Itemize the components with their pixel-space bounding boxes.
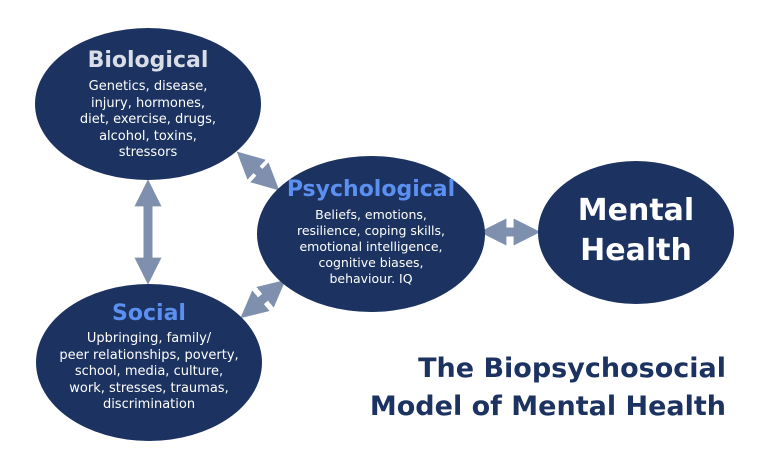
biological-node: Biological Genetics, disease, injury, ho…	[35, 28, 261, 180]
social-node: Social Upbringing, family/ peer relation…	[36, 284, 262, 441]
psychological-title: Psychological	[286, 177, 456, 202]
diagram-caption: The Biopsychosocial Model of Mental Heal…	[369, 353, 726, 422]
arrow-biological-psychological	[236, 151, 280, 191]
psychological-node: Psychological Beliefs, emotions, resilie…	[257, 156, 485, 312]
psychological-factors: Beliefs, emotions, resilience, coping sk…	[296, 207, 446, 286]
social-factors: Upbringing, family/ peer relationships, …	[59, 331, 239, 412]
biological-factors: Genetics, disease, injury, hormones, die…	[79, 79, 217, 160]
mental-health-title: Mental Health	[577, 193, 695, 268]
mental-health-node: Mental Health	[538, 161, 734, 304]
social-title: Social	[112, 301, 186, 326]
arrow-social-psychological	[240, 279, 286, 319]
biological-title: Biological	[87, 48, 209, 73]
